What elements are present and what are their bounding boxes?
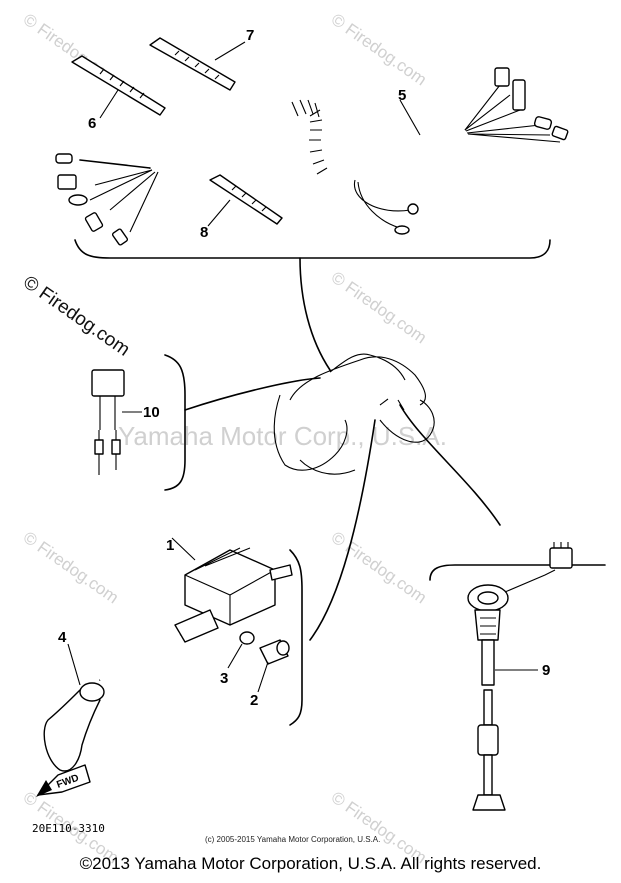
watermark-brand: Yamaha Motor Corp., U.S.A. [118, 421, 447, 451]
vehicle-locator [184, 257, 501, 641]
watermark-site: © Firedog.com [328, 10, 430, 90]
callout-9: 9 [542, 662, 550, 679]
ignition-coil-group [43, 537, 303, 772]
fwd-arrow: FWD [36, 764, 91, 797]
callouts: 1 2 3 4 5 6 7 8 9 10 [58, 27, 550, 709]
callout-4: 4 [58, 629, 67, 646]
diagram-code: 20E110-3310 [32, 822, 105, 835]
callout-6: 6 [88, 115, 96, 132]
footer-copyright: ©2013 Yamaha Motor Corporation, U.S.A. A… [79, 854, 542, 873]
watermark-site: © Firedog.com [328, 268, 430, 348]
callout-7: 7 [246, 27, 254, 44]
callout-2: 2 [250, 692, 258, 709]
callout-1: 1 [166, 537, 174, 554]
small-copyright: (c) 2005-2015 Yamaha Motor Corporation, … [205, 835, 380, 844]
switch-group [429, 542, 606, 811]
callout-5: 5 [398, 87, 406, 104]
wire-harness-group [55, 37, 569, 259]
relay-group [91, 354, 186, 491]
callout-8: 8 [200, 224, 208, 241]
callout-10: 10 [143, 404, 160, 421]
watermark-site-dark: © Firedog.com [19, 272, 133, 361]
watermark-site: © Firedog.com [20, 528, 122, 608]
callout-3: 3 [220, 670, 228, 687]
